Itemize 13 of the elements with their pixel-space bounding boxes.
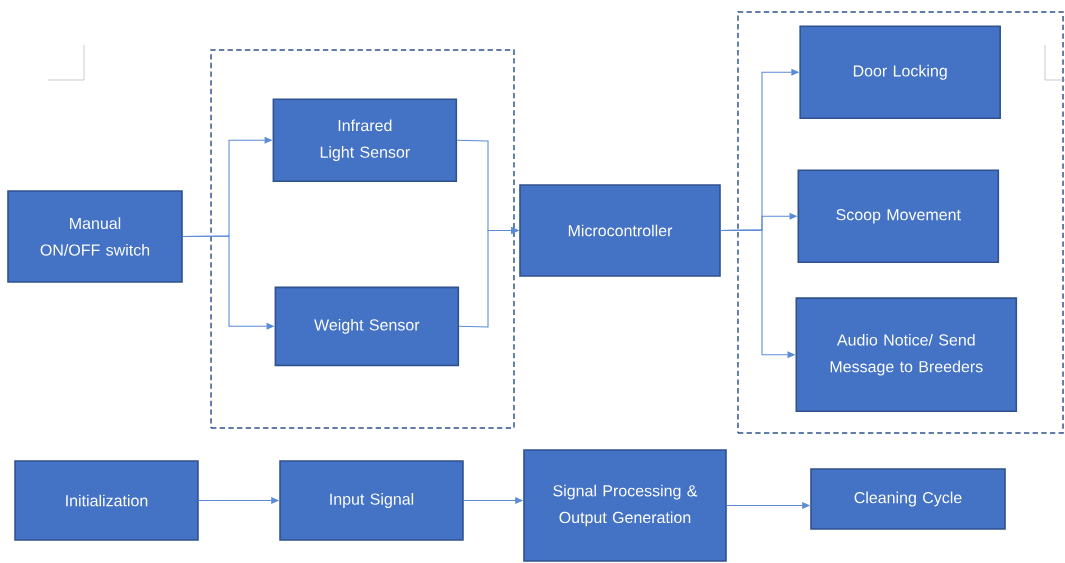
process-box: Infrared Light Sensor <box>272 98 458 182</box>
process-box: Cleaning Cycle <box>810 468 1006 530</box>
process-box: Audio Notice/ Send Message to Breeders <box>795 297 1018 413</box>
process-box: Manual ON/OFF switch <box>7 190 183 283</box>
process-box: Input Signal <box>279 460 464 541</box>
group-box <box>210 49 515 429</box>
process-box: Scoop Movement <box>797 169 1000 264</box>
process-box: Door Locking <box>799 25 1001 120</box>
group-box <box>737 11 1064 434</box>
process-box: Signal Processing & Output Generation <box>523 449 727 562</box>
process-box: Initialization <box>14 460 199 541</box>
process-box: Microcontroller <box>519 184 721 277</box>
process-box: Weight Sensor <box>274 286 460 367</box>
